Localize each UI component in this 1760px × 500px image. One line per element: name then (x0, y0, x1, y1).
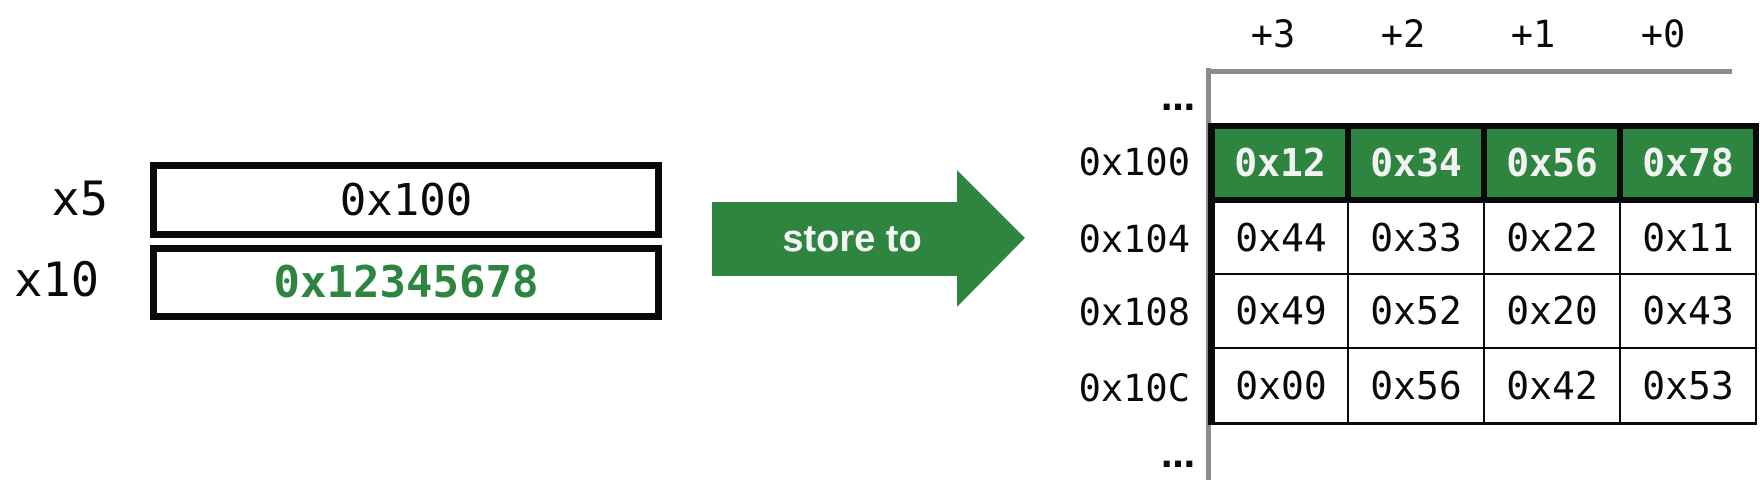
memory-row-0x100-highlighted: 0x12 0x34 0x56 0x78 (1208, 123, 1759, 203)
memory-cell: 0x00 (1208, 347, 1349, 425)
memory-cell: 0x56 (1481, 123, 1623, 203)
memory-table: 0x12 0x34 0x56 0x78 0x44 0x33 0x22 0x11 … (1208, 123, 1759, 425)
memory-top-axis-line (1206, 69, 1732, 74)
register-value-x5: 0x100 (339, 174, 473, 226)
register-box-x10: 0x12345678 (150, 245, 662, 320)
register-box-x5: 0x100 (150, 162, 662, 238)
memory-cell: 0x44 (1208, 199, 1349, 275)
memory-row-0x10C: 0x00 0x56 0x42 0x53 (1208, 347, 1757, 425)
address-label-0x10C: 0x10C (1078, 367, 1190, 410)
memory-cell: 0x53 (1619, 347, 1757, 425)
memory-cell: 0x11 (1619, 199, 1757, 275)
memory-cell: 0x20 (1483, 273, 1621, 349)
memory-cell: 0x33 (1347, 199, 1485, 275)
memory-cell: 0x78 (1617, 123, 1759, 203)
byte-offset-header-3: +3 (1250, 12, 1296, 56)
address-label-0x104: 0x104 (1078, 218, 1190, 261)
memory-cell: 0x49 (1208, 273, 1349, 349)
memory-row-0x104: 0x44 0x33 0x22 0x11 (1208, 199, 1757, 275)
memory-left-axis-line (1206, 68, 1211, 480)
memory-cell: 0x12 (1208, 123, 1351, 203)
address-label-0x108: 0x108 (1078, 291, 1190, 334)
byte-offset-header-0: +0 (1640, 12, 1686, 56)
arrow-shape (712, 170, 1025, 307)
byte-offset-header-1: +1 (1510, 12, 1556, 56)
memory-row-0x108: 0x49 0x52 0x20 0x43 (1208, 273, 1757, 349)
memory-cell: 0x52 (1347, 273, 1485, 349)
memory-cell: 0x56 (1347, 347, 1485, 425)
memory-cell: 0x34 (1345, 123, 1487, 203)
register-name-x5: x5 (51, 172, 108, 227)
memory-cell: 0x22 (1483, 199, 1621, 275)
store-to-arrow-icon: store to (712, 170, 1025, 307)
address-label-0x100: 0x100 (1078, 141, 1190, 184)
memory-cell: 0x42 (1483, 347, 1621, 425)
store-to-label: store to (782, 218, 921, 260)
memory-ellipsis-bottom: … (1161, 436, 1195, 476)
byte-offset-header-2: +2 (1380, 12, 1426, 56)
memory-cell: 0x43 (1619, 273, 1757, 349)
memory-ellipsis-top: … (1161, 79, 1195, 119)
register-value-x10: 0x12345678 (273, 257, 539, 308)
register-name-x10: x10 (14, 253, 99, 308)
